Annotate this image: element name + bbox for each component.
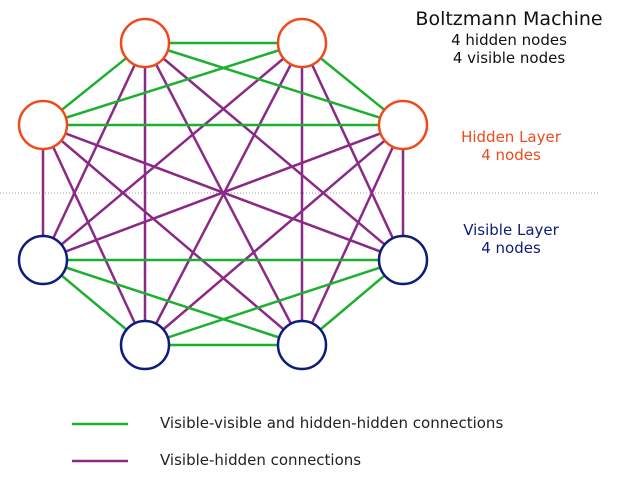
visible-hidden-edge-h1-v2: [144, 42, 404, 261]
visible-hidden-edge-h4-v3: [42, 124, 303, 346]
same-layer-edge-h2-h4: [42, 41, 303, 127]
visible-hidden-edge-h3-v4: [144, 124, 404, 346]
hidden-layer-title: Hidden Layer: [461, 128, 561, 146]
visible-node-v2: [377, 234, 429, 286]
hidden-layer-count: 4 nodes: [481, 146, 541, 164]
visible-layer-label: Visible Layer 4 nodes: [446, 221, 576, 257]
visible-hidden-edge-h2-v1: [42, 42, 303, 261]
legend-label-same-layer: Visible-visible and hidden-hidden connec…: [160, 414, 504, 432]
hidden-node-h2: [276, 17, 328, 69]
legend-swatches: [72, 422, 128, 463]
visible-hidden-edge-h4-v4: [41, 124, 147, 346]
hidden-nodes-count: 4 hidden nodes: [451, 30, 567, 49]
visible-node-v3: [276, 319, 328, 371]
visible-node-v1: [17, 234, 69, 286]
visible-layer-count: 4 nodes: [481, 239, 541, 257]
connection-edges: [41, 41, 405, 347]
hidden-node-h1: [119, 17, 171, 69]
visible-hidden-edge-h4-v2: [42, 123, 404, 262]
visible-nodes-count: 4 visible nodes: [452, 48, 566, 67]
visible-node-v4: [119, 319, 171, 371]
same-layer-edge-v1-v3: [42, 258, 303, 347]
legend-label-cross-layer: Visible-hidden connections: [160, 451, 362, 469]
hidden-node-h4: [17, 99, 69, 151]
visible-hidden-edge-h3-v3: [300, 124, 405, 346]
diagram-title: Boltzmann Machine: [415, 8, 603, 30]
visible-hidden-edge-h1-v1: [41, 42, 147, 261]
same-layer-edge-h1-h3: [144, 41, 404, 127]
hidden-node-h3: [377, 99, 429, 151]
hidden-layer-label: Hidden Layer 4 nodes: [446, 128, 576, 164]
graph-nodes: [17, 17, 429, 371]
title-block: Boltzmann Machine 4 hidden nodes 4 visib…: [409, 8, 609, 67]
visible-layer-title: Visible Layer: [463, 221, 559, 239]
same-layer-edge-v2-v4: [144, 258, 404, 347]
visible-hidden-edge-h2-v2: [300, 42, 405, 261]
